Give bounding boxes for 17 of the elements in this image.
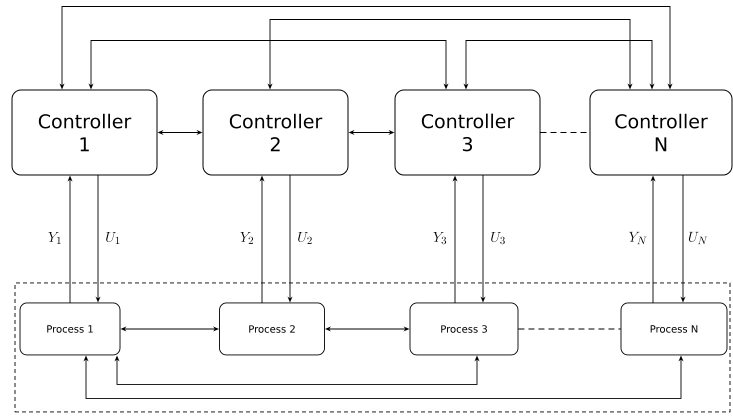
controller-box: Controller 3: [394, 90, 540, 176]
process-box: Process 2: [219, 302, 325, 356]
process-box: Process N: [620, 302, 728, 356]
controller-box: Controller 2: [202, 90, 348, 176]
edge-label: $Y_2$: [238, 231, 256, 245]
edge-label: $U_N$: [686, 230, 710, 246]
edge-label: $Y_1$: [46, 231, 64, 245]
edge-label: $Y_3$: [432, 231, 448, 245]
edge-label: $U_2$: [296, 231, 314, 245]
edge-label: $U_1$: [104, 231, 122, 245]
process-box: Process 1: [20, 302, 120, 356]
controller-box: Controller 1: [12, 90, 158, 176]
controller-box: Controller N: [590, 90, 732, 176]
edge-label: $U_3$: [489, 231, 507, 245]
edge-label: $Y_N$: [628, 230, 648, 246]
process-box: Process 3: [410, 302, 518, 356]
dashed-region: [14, 282, 730, 412]
